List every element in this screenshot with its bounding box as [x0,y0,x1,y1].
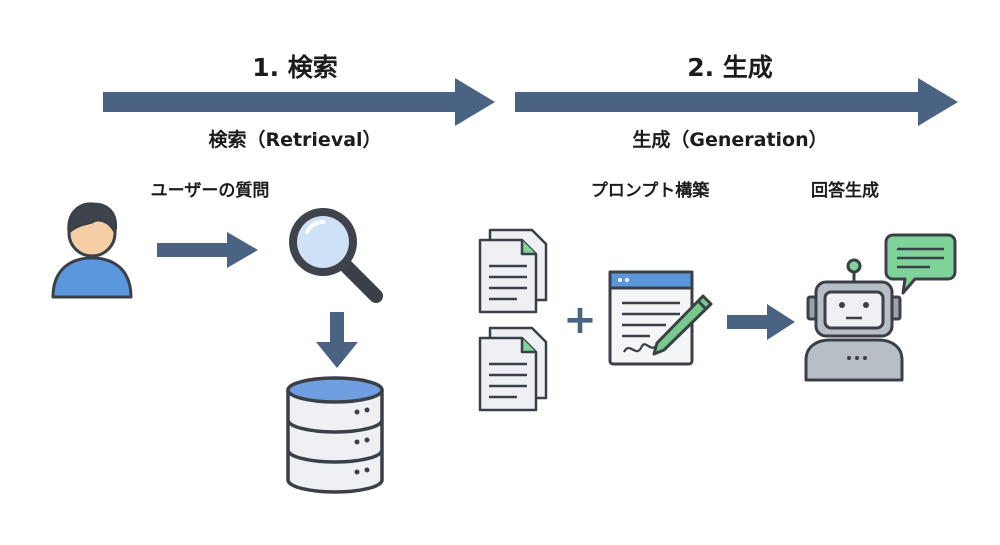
magnifier-icon [289,208,383,303]
arrow-search-to-database [316,312,358,368]
arrow-user-to-search [157,232,258,268]
plus-sign: + [563,297,597,343]
phase-1-arrow [103,78,495,126]
database-icon [286,376,384,494]
arrow-prompt-to-robot [727,304,795,340]
phase-2-subtitle: 生成（Generation） [632,129,828,151]
robot-icon [804,258,904,382]
step-prompt-label: プロンプト構築 [590,181,710,201]
speech-bubble-icon [884,233,957,295]
documents-icon [478,228,548,412]
phase-2-title: 2. 生成 [687,53,773,82]
prompt-editor-icon [608,270,713,366]
step-question-label: ユーザーの質問 [150,181,270,201]
step-answer-label: 回答生成 [811,181,879,201]
phase-1-subtitle: 検索（Retrieval） [208,129,382,151]
phase-1-title: 1. 検索 [252,53,338,82]
phase-2-arrow [515,78,958,126]
user-icon [51,202,133,299]
